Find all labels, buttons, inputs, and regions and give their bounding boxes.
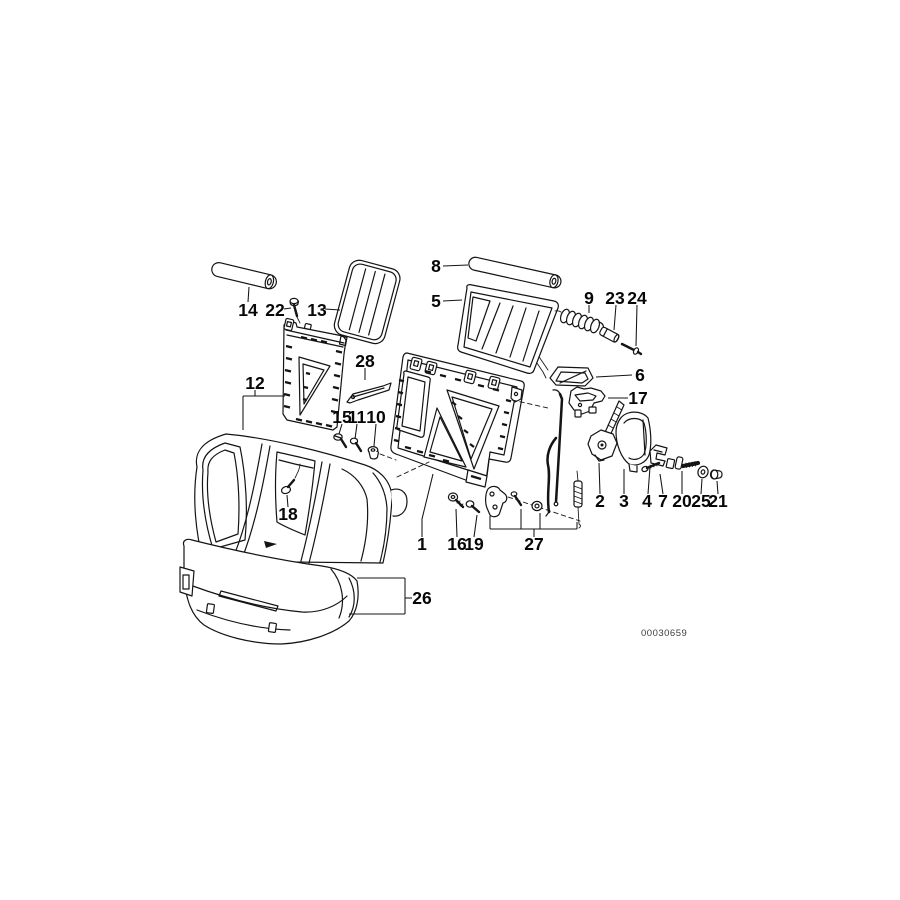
part-22-screw — [289, 297, 301, 324]
part-callout-11[interactable]: 11 — [348, 407, 367, 427]
part-callout-14[interactable]: 14 — [238, 300, 258, 320]
part-21-nut — [709, 469, 723, 480]
part-callout-7[interactable]: 7 — [658, 491, 668, 511]
part-callout-25[interactable]: 25 — [691, 491, 711, 511]
part-20-bolt — [665, 456, 701, 470]
exploded-view-drawing — [179, 256, 723, 645]
part-7-screw — [641, 461, 661, 473]
leader-line-7 — [659, 473, 664, 495]
part-11-screw — [349, 437, 363, 453]
part-callout-21[interactable]: 21 — [708, 491, 728, 511]
leader-line-23 — [613, 304, 617, 331]
part-6-cover-tray — [549, 366, 594, 387]
leader-line-14 — [247, 286, 250, 303]
part-callout-1[interactable]: 1 — [417, 534, 427, 554]
backrest-cushion — [194, 433, 430, 564]
part-callout-16[interactable]: 16 — [447, 534, 467, 554]
part-callout-24[interactable]: 24 — [627, 288, 647, 308]
part-24-pin — [620, 342, 643, 356]
part-15-screw — [333, 433, 348, 449]
part-1-backrest-frame-right — [390, 341, 549, 488]
part-3-side-cover — [615, 411, 652, 473]
leader-line-19 — [473, 514, 478, 538]
drawing-number: 00030659 — [641, 628, 687, 639]
part-callout-19[interactable]: 19 — [464, 534, 484, 554]
part-callout-10[interactable]: 10 — [366, 407, 386, 427]
leader-line-8 — [442, 264, 469, 267]
part-10-grommet — [367, 446, 397, 461]
part-callout-12[interactable]: 12 — [245, 373, 265, 393]
leader-line-21 — [716, 480, 719, 495]
part-13-trim-frame — [333, 259, 401, 345]
part-28-strap — [346, 382, 392, 404]
leader-line-5 — [442, 299, 463, 302]
part-callout-20[interactable]: 20 — [672, 491, 692, 511]
part-25-washer — [697, 465, 709, 479]
part-19-screw — [465, 500, 481, 514]
part-26-seat-bottom — [179, 538, 359, 645]
leader-line-1 — [421, 473, 434, 537]
leader-line-10 — [373, 423, 377, 447]
part-14-tube — [211, 262, 277, 290]
leader-line-22 — [283, 307, 292, 310]
part-27-hinge-group — [485, 389, 583, 529]
part-callout-15[interactable]: 15 — [332, 407, 352, 427]
part-callout-13[interactable]: 13 — [307, 300, 327, 320]
part-17-latch-support — [568, 386, 606, 418]
part-callout-28[interactable]: 28 — [355, 351, 375, 371]
part-2-lock-lever — [587, 400, 625, 462]
part-5-backrest-cover — [457, 284, 559, 374]
part-16-screw — [447, 492, 465, 509]
part-callout-8[interactable]: 8 — [431, 256, 441, 276]
leader-line-15 — [338, 423, 343, 435]
part-callout-27[interactable]: 27 — [524, 534, 543, 554]
leader-line-2 — [598, 462, 601, 495]
leader-line-16 — [455, 508, 458, 538]
part-12-backrest-frame-left — [282, 317, 348, 431]
part-callout-4[interactable]: 4 — [642, 491, 652, 511]
part-callout-3[interactable]: 3 — [619, 491, 629, 511]
part-callout-17[interactable]: 17 — [628, 388, 647, 408]
part-callout-9[interactable]: 9 — [584, 288, 594, 308]
part-callout-26[interactable]: 26 — [412, 588, 432, 608]
part-callout-6[interactable]: 6 — [635, 365, 645, 385]
part-18-screw — [280, 463, 301, 495]
part-callout-23[interactable]: 23 — [605, 288, 625, 308]
part-callout-18[interactable]: 18 — [278, 504, 298, 524]
part-9-spring — [554, 308, 605, 334]
part-callout-5[interactable]: 5 — [431, 291, 441, 311]
leader-line-13 — [324, 308, 341, 311]
part-8-tube — [468, 256, 562, 289]
part-callout-22[interactable]: 22 — [265, 300, 285, 320]
part-23-sleeve — [599, 326, 620, 343]
leader-line-25 — [700, 478, 703, 495]
leader-line-18 — [286, 494, 289, 508]
leader-line-11 — [354, 423, 358, 440]
leader-line-24 — [635, 304, 638, 347]
leader-line-6 — [595, 374, 633, 378]
part-callout-2[interactable]: 2 — [595, 491, 605, 511]
leader-line-4 — [647, 466, 651, 495]
